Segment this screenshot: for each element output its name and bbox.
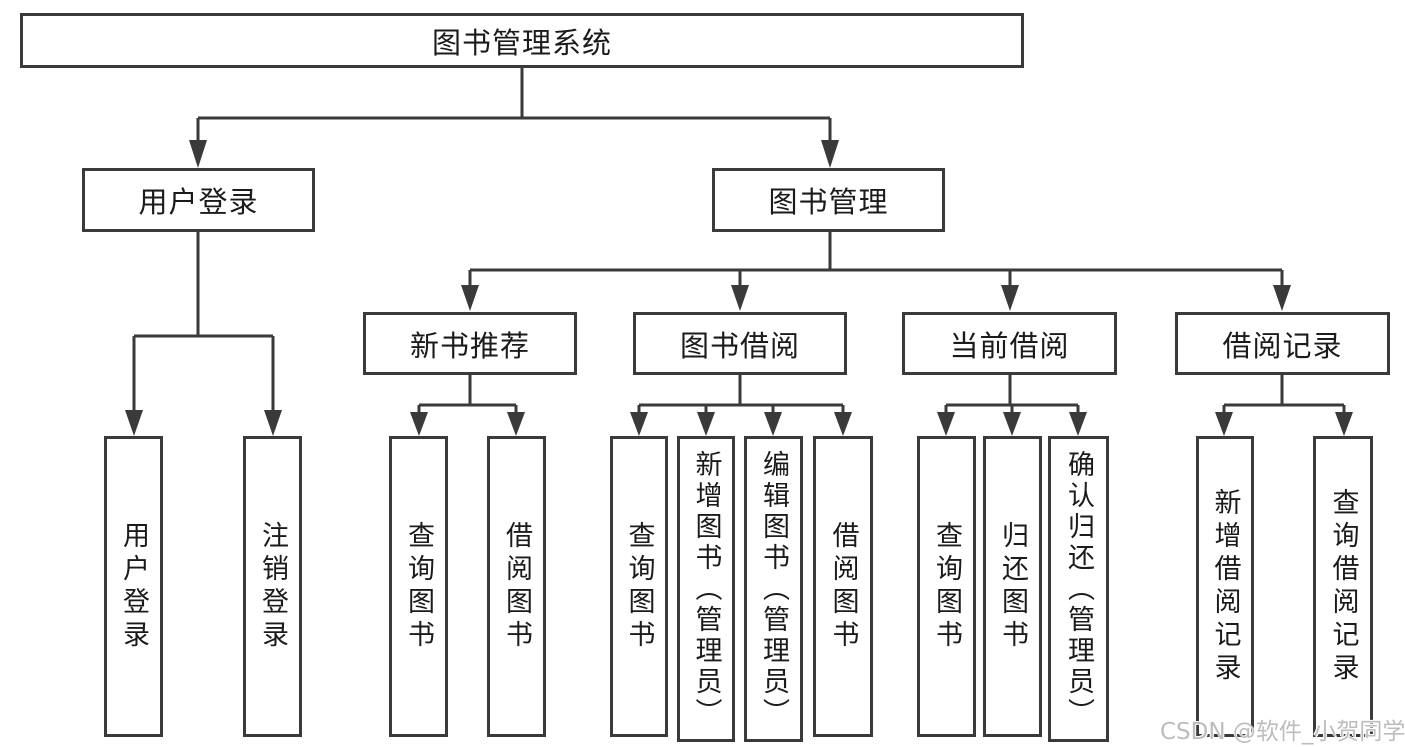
leaf-label: 借阅图书: [501, 520, 532, 653]
node-book-borrow: 图书借阅: [633, 312, 847, 375]
leaf-add-borrow-record: 新增借阅记录: [1196, 436, 1254, 737]
node-current-borrow: 当前借阅: [902, 312, 1117, 375]
leaf-label: 查询图书: [403, 520, 434, 653]
leaf-label: 归还图书: [997, 520, 1028, 653]
leaf-query-book: 查询图书: [917, 436, 976, 737]
leaf-label: 新增图书（管理员）: [690, 449, 722, 729]
leaf-borrow-book: 借阅图书: [813, 436, 873, 737]
leaf-label: 确认归还（管理员）: [1063, 449, 1094, 729]
arrowhead: [630, 412, 852, 436]
connector-line: [944, 375, 1080, 414]
leaf-label: 新增借阅记录: [1209, 487, 1241, 686]
leaf-return-book: 归还图书: [983, 436, 1042, 737]
connector-book-mgmt-to-level3: [461, 232, 1291, 311]
leaf-label: 查询图书: [931, 520, 962, 653]
arrowhead: [410, 412, 525, 436]
leaf-user-login: 用户登录: [104, 436, 163, 737]
leaf-add-book-admin: 新增图书（管理员）: [677, 436, 735, 742]
connector-book-borrow-to-leaves: [630, 375, 852, 436]
connector-line: [417, 375, 518, 414]
arrowhead: [125, 410, 282, 436]
connector-user-login-to-leaves: [125, 232, 282, 436]
connector-borrow-record-to-leaves: [1215, 375, 1353, 436]
connector-root-to-level2: [189, 68, 839, 168]
leaf-label: 用户登录: [118, 520, 149, 653]
csdn-watermark: CSDN @软件_小贺同学: [1160, 719, 1405, 745]
node-user-login: 用户登录: [82, 168, 315, 232]
leaf-label: 编辑图书（管理员）: [758, 449, 789, 729]
leaf-edit-book-admin: 编辑图书（管理员）: [744, 436, 803, 742]
arrowhead: [461, 285, 1291, 311]
leaf-label: 借阅图书: [827, 520, 859, 653]
connector-line: [132, 232, 275, 412]
leaf-borrow-book: 借阅图书: [487, 436, 546, 737]
node-root-system: 图书管理系统: [20, 13, 1024, 68]
node-new-book-recommend: 新书推荐: [363, 312, 577, 375]
arrowhead: [189, 140, 839, 168]
connector-line: [196, 68, 832, 144]
connector-line: [1222, 375, 1346, 414]
leaf-label: 查询借阅记录: [1327, 487, 1359, 686]
arrowhead: [937, 412, 1087, 436]
node-book-management: 图书管理: [712, 168, 945, 232]
leaf-label: 注销登录: [257, 520, 288, 653]
leaf-query-book: 查询图书: [389, 436, 448, 737]
connector-line: [637, 375, 845, 414]
node-borrow-record: 借阅记录: [1175, 312, 1390, 375]
connector-new-book-to-leaves: [410, 375, 525, 436]
leaf-label: 查询图书: [623, 520, 655, 653]
leaf-query-book: 查询图书: [610, 436, 668, 737]
connector-current-borrow-to-leaves: [937, 375, 1087, 436]
arrowhead: [1215, 412, 1353, 436]
leaf-confirm-return-admin: 确认归还（管理员）: [1048, 436, 1109, 742]
leaf-query-borrow-record: 查询借阅记录: [1313, 436, 1373, 737]
leaf-logout: 注销登录: [243, 436, 302, 737]
connector-line: [468, 232, 1284, 288]
